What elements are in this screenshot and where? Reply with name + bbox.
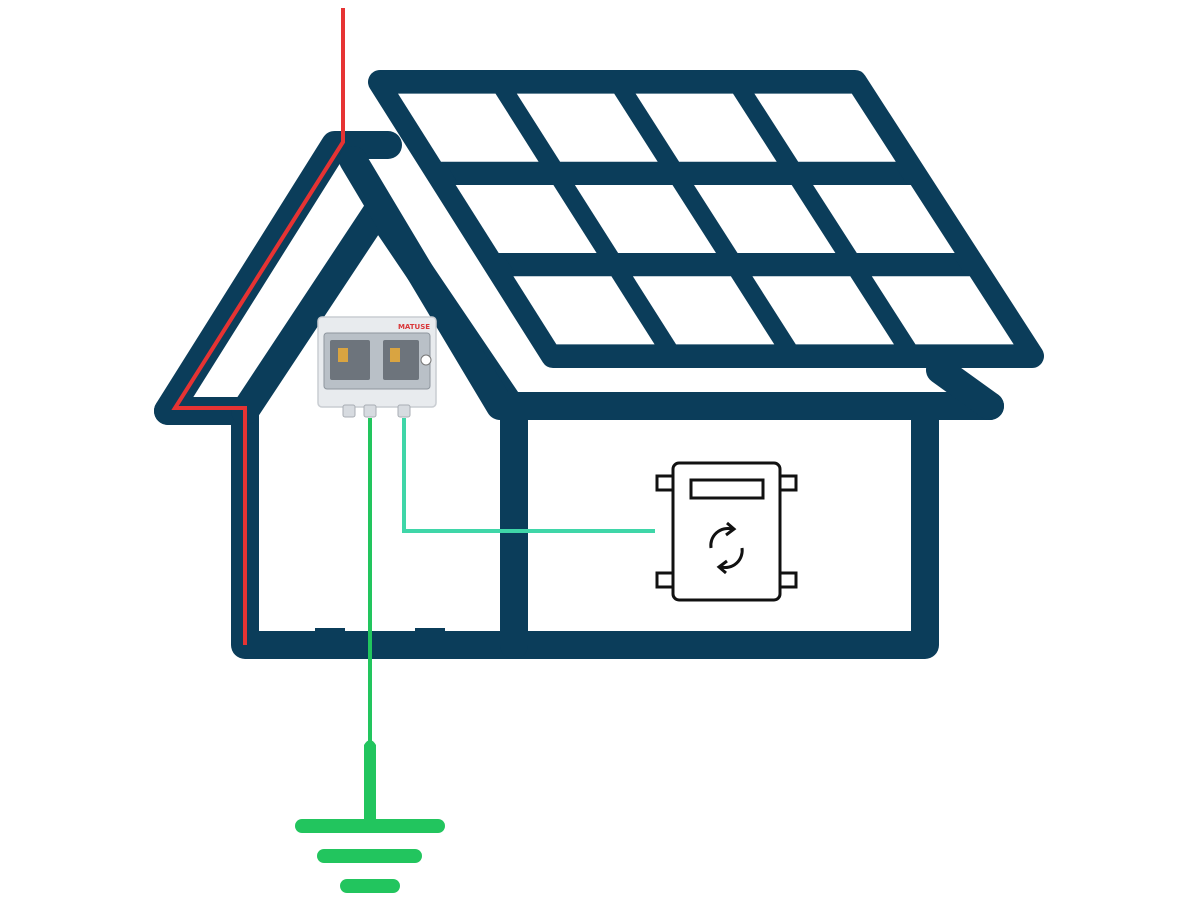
cable-gland: [363, 404, 377, 418]
house-wall-left: [231, 397, 939, 659]
inverter-display: [689, 478, 765, 500]
house-roof-right-slope: [339, 146, 1004, 420]
breaker-left-switch: [338, 348, 348, 362]
solar-cell: [516, 93, 658, 162]
breaker-left: [330, 340, 370, 380]
solar-cell: [632, 276, 775, 345]
house-roof-left-outer: [154, 131, 402, 425]
solar-panel: [368, 70, 1044, 368]
cable-gland: [342, 404, 356, 418]
ground-bar: [317, 849, 422, 863]
ground-stem: [364, 740, 376, 826]
solar-cell: [574, 185, 716, 253]
solar-cell: [398, 93, 539, 162]
solar-cell: [635, 93, 777, 162]
house-roof-underside: [926, 356, 1004, 420]
cable-gland: [397, 404, 411, 418]
inverter-bracket: [655, 474, 675, 492]
house-inner-gable: [231, 196, 528, 659]
inverter-bracket: [778, 474, 798, 492]
inverter-bracket: [778, 571, 798, 589]
breaker-right-switch: [390, 348, 400, 362]
earth-ground-icon: [295, 740, 445, 893]
solar-cell: [752, 276, 894, 345]
solar-cell: [813, 185, 955, 253]
solar-cell: [694, 185, 836, 253]
solar-cell: [455, 185, 597, 253]
lightning-conductor-wire: [171, 8, 345, 645]
ground-bar: [340, 879, 400, 893]
inverter: [655, 461, 798, 602]
solar-cell: [871, 276, 1014, 345]
inverter-bracket: [655, 571, 675, 589]
ground-bar: [295, 819, 445, 833]
signal-wire: [402, 418, 655, 533]
combiner-box-brand: MATUSE: [398, 323, 430, 331]
breaker-right: [383, 340, 419, 380]
solar-cell: [513, 276, 655, 345]
combiner-box-indicator: [420, 354, 432, 366]
solar-cell: [754, 93, 896, 162]
refresh-arrows-icon: [709, 521, 744, 575]
combiner-box: MATUSE: [317, 316, 437, 418]
